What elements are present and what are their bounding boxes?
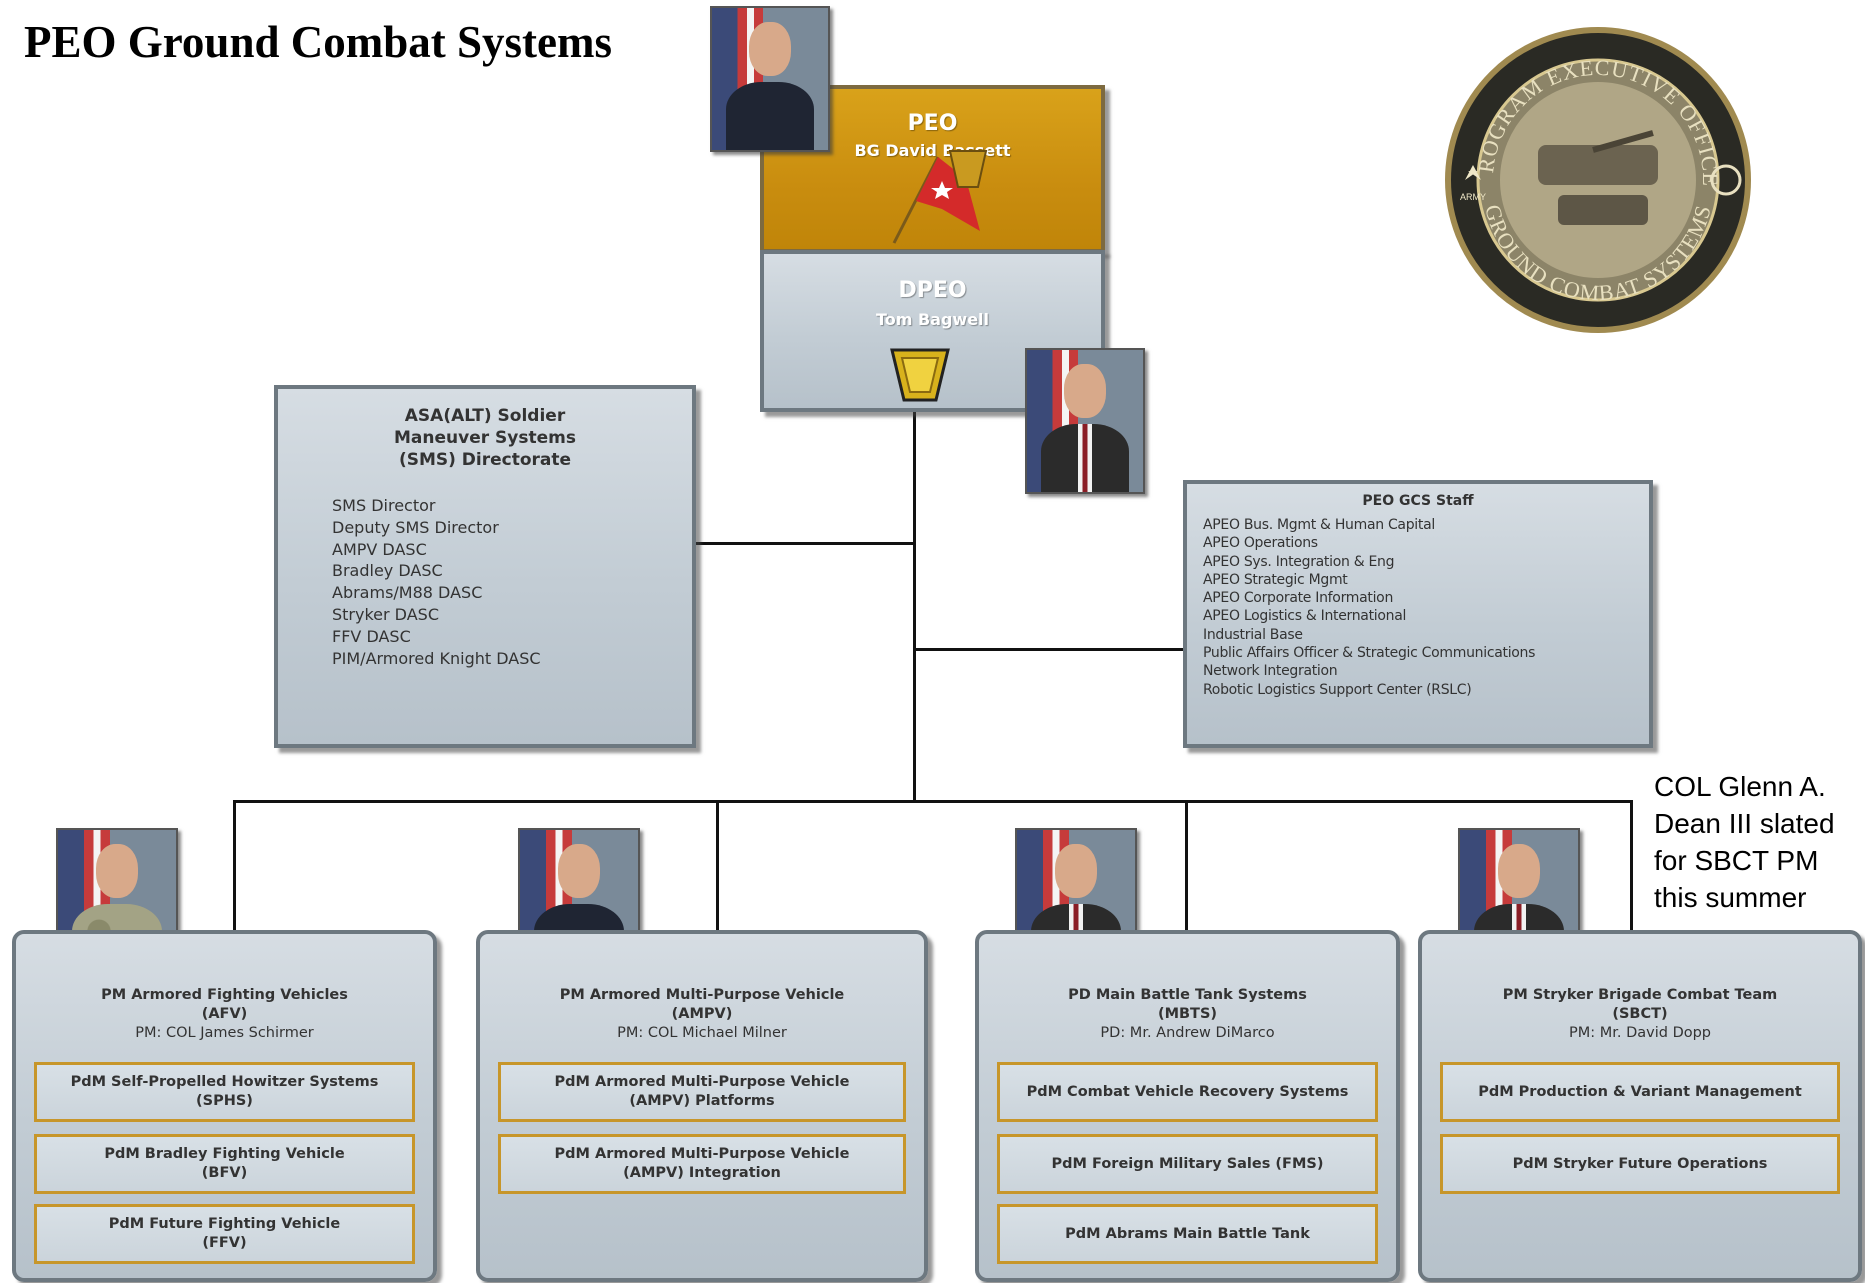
seal-emblem-text: ARMY bbox=[1460, 192, 1486, 202]
list-item: Stryker DASC bbox=[332, 604, 439, 624]
pm-title: PM Stryker Brigade Combat Team bbox=[1502, 987, 1778, 1003]
list-item: Industrial Base bbox=[1203, 626, 1303, 643]
pm-title: PD Main Battle Tank Systems bbox=[1068, 987, 1307, 1003]
peo-role: PEO bbox=[907, 111, 958, 136]
list-item: FFV DASC bbox=[332, 626, 411, 646]
pdm-box: PdM Production & Variant Management bbox=[1440, 1062, 1840, 1122]
sms-title: ASA(ALT) Soldier Maneuver Systems (SMS) … bbox=[394, 406, 576, 470]
list-item: Bradley DASC bbox=[332, 561, 443, 581]
pm-mbts-box: PD Main Battle Tank Systems (MBTS) PD: M… bbox=[975, 930, 1400, 1282]
pm-leader: PM: COL James Schirmer bbox=[135, 1025, 314, 1041]
brigadier-flag-icon bbox=[892, 150, 988, 244]
dpeo-name: Tom Bagwell bbox=[875, 310, 990, 329]
peo-staff-box: PEO GCS Staff APEO Bus. Mgmt & Human Cap… bbox=[1183, 480, 1653, 748]
list-item: AMPV DASC bbox=[332, 539, 427, 559]
list-item: APEO Sys. Integration & Eng bbox=[1203, 553, 1395, 570]
list-item: Public Affairs Officer & Strategic Commu… bbox=[1203, 645, 1536, 662]
pm-leader: PM: Mr. David Dopp bbox=[1568, 1025, 1712, 1041]
pdm-box: PdM Self-Propelled Howitzer Systems(SPHS… bbox=[34, 1062, 415, 1122]
pm-leader: PM: COL Michael Milner bbox=[617, 1025, 787, 1041]
pdm-box: PdM Future Fighting Vehicle(FFV) bbox=[34, 1204, 415, 1264]
peo-portrait-photo bbox=[710, 6, 830, 152]
connector-ampv bbox=[716, 800, 719, 930]
connector-main-vertical bbox=[913, 412, 916, 802]
seal-star-icon bbox=[1465, 165, 1481, 180]
list-item: APEO Logistics & International bbox=[1203, 608, 1407, 625]
pdm-box: PdM Bradley Fighting Vehicle(BFV) bbox=[34, 1134, 415, 1194]
peo-box: PEO BG David Bassett bbox=[760, 85, 1105, 253]
list-item: Robotic Logistics Support Center (RSLC) bbox=[1203, 681, 1472, 698]
pm-afv-box: PM Armored Fighting Vehicles (AFV) PM: C… bbox=[12, 930, 437, 1282]
pdm-box: PdM Abrams Main Battle Tank bbox=[997, 1204, 1378, 1264]
connector-sms bbox=[694, 542, 915, 545]
pm-sbct-box: PM Stryker Brigade Combat Team (SBCT) PM… bbox=[1418, 930, 1862, 1282]
peo-gcs-seal-logo: PROGRAM EXECUTIVE OFFICE GROUND COMBAT S… bbox=[1443, 25, 1751, 333]
dpeo-role: DPEO bbox=[898, 278, 967, 303]
list-item: Deputy SMS Director bbox=[332, 517, 499, 537]
connector-pm-horizontal bbox=[233, 800, 1633, 803]
branch-insignia-icon bbox=[890, 348, 950, 402]
staff-list: APEO Bus. Mgmt & Human Capital APEO Oper… bbox=[1203, 516, 1535, 699]
pm-abbr: (MBTS) bbox=[1157, 1006, 1218, 1022]
pm-leader: PD: Mr. Andrew DiMarco bbox=[1100, 1025, 1275, 1041]
dpeo-portrait-photo bbox=[1025, 348, 1145, 494]
pdm-box: PdM Combat Vehicle Recovery Systems bbox=[997, 1062, 1378, 1122]
list-item: PIM/Armored Knight DASC bbox=[332, 648, 541, 668]
list-item: APEO Corporate Information bbox=[1203, 590, 1394, 607]
list-item: Abrams/M88 DASC bbox=[332, 583, 483, 603]
list-item: APEO Strategic Mgmt bbox=[1203, 571, 1348, 588]
pdm-box: PdM Armored Multi-Purpose Vehicle(AMPV) … bbox=[498, 1134, 906, 1194]
pm-title: PM Armored Fighting Vehicles bbox=[101, 987, 348, 1003]
sms-list: SMS Director Deputy SMS Director AMPV DA… bbox=[332, 495, 541, 669]
list-item: APEO Bus. Mgmt & Human Capital bbox=[1203, 517, 1435, 533]
pm-abbr: (SBCT) bbox=[1612, 1006, 1668, 1022]
pm-abbr: (AMPV) bbox=[671, 1006, 733, 1022]
pm-abbr: (AFV) bbox=[201, 1006, 248, 1022]
seal-emblem-icon bbox=[1710, 164, 1742, 196]
connector-mbts bbox=[1185, 800, 1188, 930]
connector-afv bbox=[233, 800, 236, 930]
staff-title: PEO GCS Staff bbox=[1362, 493, 1474, 509]
pm-transition-note: COL Glenn A. Dean III slated for SBCT PM… bbox=[1654, 771, 1835, 913]
list-item: SMS Director bbox=[332, 496, 436, 515]
list-item: Network Integration bbox=[1203, 663, 1338, 680]
connector-sbct bbox=[1630, 800, 1633, 930]
connector-staff bbox=[913, 648, 1185, 651]
pdm-box: PdM Foreign Military Sales (FMS) bbox=[997, 1134, 1378, 1194]
pm-title: PM Armored Multi-Purpose Vehicle bbox=[559, 987, 845, 1003]
sms-directorate-box: ASA(ALT) Soldier Maneuver Systems (SMS) … bbox=[274, 385, 696, 748]
pm-ampv-box: PM Armored Multi-Purpose Vehicle (AMPV) … bbox=[476, 930, 928, 1282]
pdm-box: PdM Armored Multi-Purpose Vehicle(AMPV) … bbox=[498, 1062, 906, 1122]
pdm-box: PdM Stryker Future Operations bbox=[1440, 1134, 1840, 1194]
list-item: APEO Operations bbox=[1203, 535, 1318, 552]
page-title: PEO Ground Combat Systems bbox=[24, 17, 612, 67]
